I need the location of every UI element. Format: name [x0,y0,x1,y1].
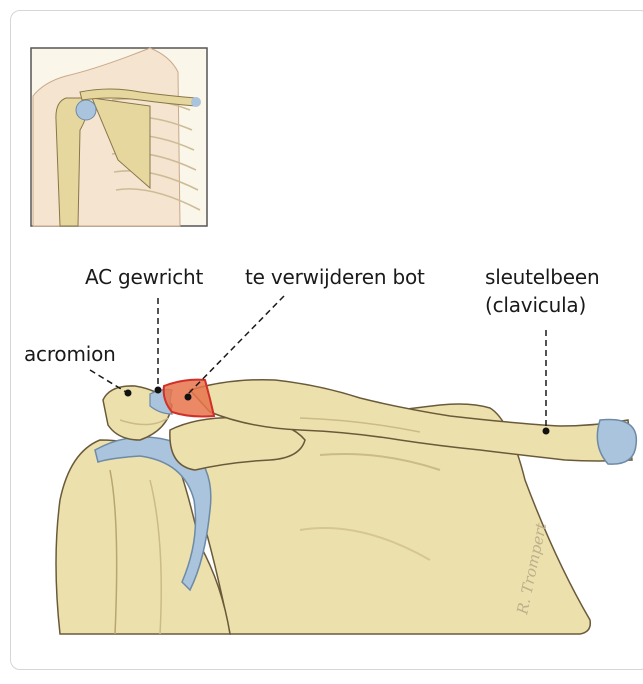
label-ac-joint: AC gewricht [85,266,203,289]
label-acromion: acromion [24,343,116,366]
dot-clavicle [543,428,550,435]
label-clavicle-line2: (clavicula) [485,294,586,317]
sternal-cartilage [597,420,636,465]
label-clavicle-line1: sleutelbeen [485,266,599,289]
dot-bone-to-remove [185,394,192,401]
inset-thumbnail [31,48,207,226]
leader-acromion [90,370,126,392]
dot-acromion [125,390,132,397]
label-bone-to-remove: te verwijderen bot [245,266,425,289]
dot-ac-joint [155,387,162,394]
